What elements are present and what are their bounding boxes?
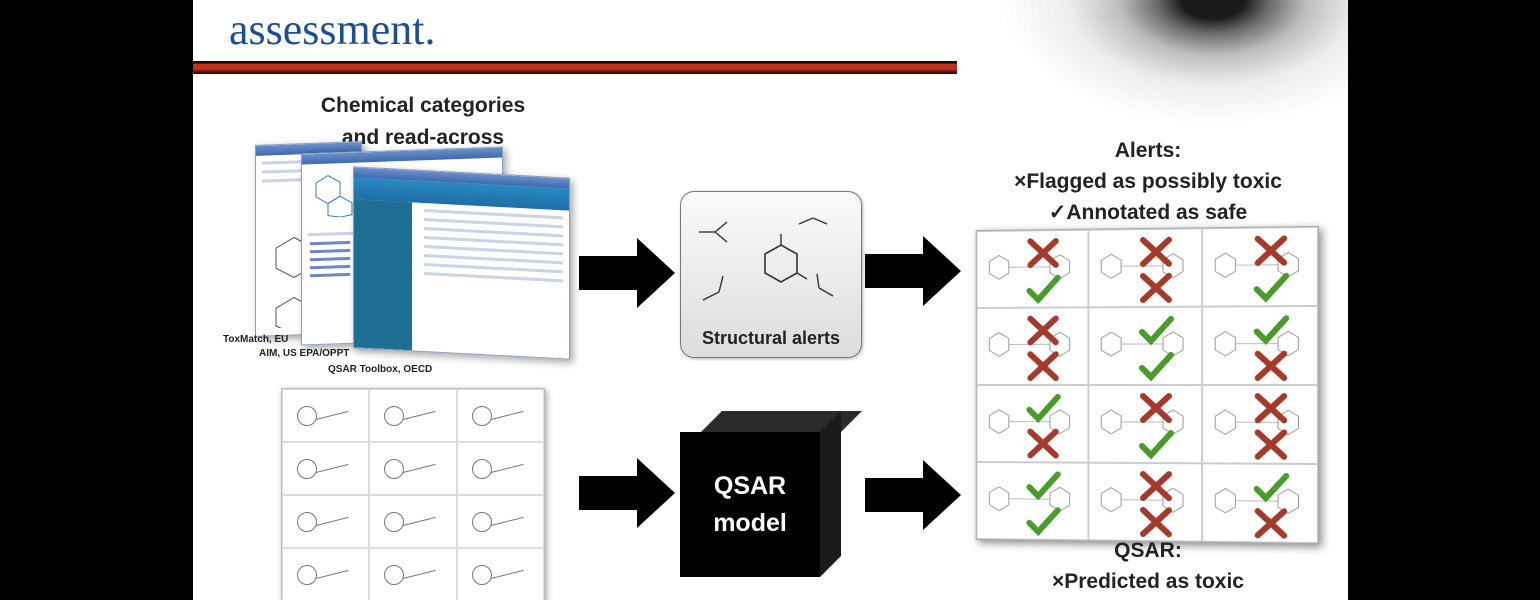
result-cell [1088,385,1202,463]
molecule-cell [369,389,456,442]
qsar-model-label: QSAR model [680,468,820,542]
check-mark-icon [1137,350,1175,382]
result-grid [976,226,1319,544]
cross-mark-icon [1252,234,1291,267]
cross-mark-icon [1137,470,1175,502]
check-mark-icon [1137,314,1175,346]
result-cell [977,462,1089,540]
arrow-right-icon [579,238,675,308]
cross-mark-icon [1252,428,1291,460]
result-cell [977,307,1089,385]
alerts-title: Alerts: [978,135,1318,166]
qsar-legend: QSAR: ×Predicted as toxic [998,535,1298,597]
molecule-cell [457,548,544,600]
result-cell [1202,463,1318,543]
arrow-right-icon [865,460,961,530]
slide-title: assessment. [229,2,436,58]
arrow-right-icon [579,458,675,528]
arrow-right-icon [865,236,961,306]
check-mark-icon [1137,428,1175,460]
qsar-cube-side [820,411,841,577]
cross-mark-icon [1137,236,1175,268]
molecule-cell [282,495,369,548]
qsar-toolbox-window [353,166,570,359]
software-label-aim: AIM, US EPA/OPPT [259,348,349,359]
structural-alerts-label: Structural alerts [681,328,861,349]
molecule-cell [457,495,544,548]
software-label-qsar-toolbox: QSAR Toolbox, OECD [328,364,432,375]
cross-mark-icon [1137,392,1175,424]
molecule-cell [457,389,544,442]
alerts-legend: Alerts: ×Flagged as possibly toxic ✓Anno… [978,135,1318,228]
cross-mark-icon [1252,350,1291,382]
software-label-toxmatch: ToxMatch, EU [223,334,288,345]
molecule-cell [457,442,544,495]
molecule-cell [369,548,456,600]
molecule-cell [282,442,369,495]
result-cell [1088,228,1202,307]
result-cell [1202,227,1318,307]
check-mark-icon [1024,392,1061,424]
molecule-grid [281,388,545,600]
cross-mark-icon [1024,428,1061,460]
check-mark-icon [1252,471,1291,504]
cross-mark-icon [1252,392,1291,424]
result-cell [1088,307,1202,385]
qsar-title: QSAR: [998,535,1298,566]
qsar-model-box: QSAR model [680,432,820,577]
result-cell [1088,463,1202,542]
title-divider-bar [193,61,957,74]
decorative-eye-graphic [993,0,1348,130]
cross-mark-icon [1024,314,1061,346]
check-mark-icon [1252,271,1291,304]
molecule-cell [282,389,369,442]
cross-mark-icon [1137,272,1175,304]
check-mark-icon [1024,469,1061,501]
check-mark-icon [1024,273,1061,305]
alerts-flagged: ×Flagged as possibly toxic [978,166,1318,197]
molecule-cell [282,548,369,600]
cross-mark-icon [1024,237,1061,269]
slide: assessment. Chemical categories and read… [193,0,1348,600]
molecule-cell [369,442,456,495]
result-cell [1202,306,1318,385]
structural-alert-fragments-icon [681,192,861,317]
molecule-cell [369,495,456,548]
result-cell [1202,385,1318,464]
qsar-predicted-toxic: ×Predicted as toxic [998,566,1298,597]
cross-mark-icon [1137,506,1175,538]
alerts-safe: ✓Annotated as safe [978,197,1318,228]
cross-mark-icon [1024,350,1061,382]
result-cell [977,385,1089,463]
structural-alerts-box: Structural alerts [680,191,862,358]
result-cell [977,230,1089,308]
check-mark-icon [1024,505,1061,537]
check-mark-icon [1252,313,1291,345]
